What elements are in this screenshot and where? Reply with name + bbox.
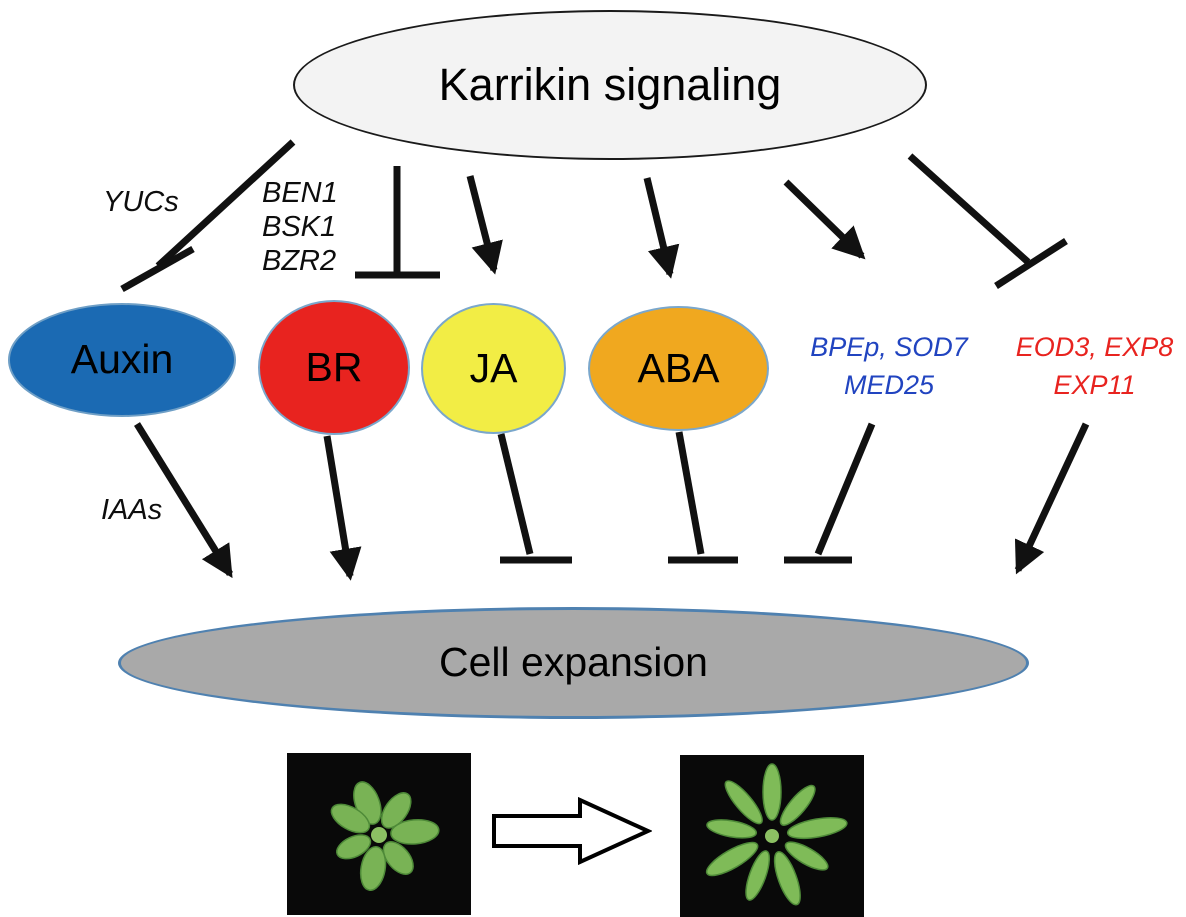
node-auxin: Auxin: [8, 303, 236, 417]
label-ben1-bsk1-bzr2: BEN1 BSK1 BZR2: [262, 176, 338, 278]
transition-arrow: [492, 796, 653, 866]
node-karrikin-signaling: Karrikin signaling: [293, 10, 927, 160]
inhibition-karrikin-to-br: [355, 166, 440, 279]
inhibition-ja-to-cell-expansion: [497, 433, 572, 564]
node-br-label: BR: [305, 343, 363, 390]
inhibition-karrikin-to-auxin: [120, 139, 296, 293]
node-br: BR: [258, 300, 410, 435]
label-eod3-exp8-exp11: EOD3, EXP8 EXP11: [1003, 328, 1186, 404]
activation-karrikin-to-aba: [643, 177, 680, 279]
block-right-arrow-icon: [492, 796, 653, 866]
label-bzr2: BZR2: [262, 245, 337, 277]
inhibition-aba-to-cell-expansion: [668, 431, 738, 564]
seedling-photo-before: [287, 753, 471, 915]
label-yucs: YUCs: [103, 186, 179, 218]
node-auxin-label: Auxin: [70, 336, 174, 383]
node-cell-expansion-label: Cell expansion: [439, 639, 708, 686]
node-karrikin-signaling-label: Karrikin signaling: [438, 59, 782, 111]
activation-auxin-to-cell-expansion: [134, 422, 233, 579]
small-rosette-image: [287, 753, 471, 915]
activation-eod3-exp8-exp11-to-cell-expansion: [1014, 422, 1090, 575]
node-ja: JA: [421, 303, 566, 434]
label-iaas: IAAs: [101, 494, 163, 526]
node-aba: ABA: [588, 306, 769, 431]
node-ja-label: JA: [469, 344, 518, 391]
activation-karrikin-to-ja: [466, 175, 503, 275]
label-eod3-exp8: EOD3, EXP8: [1015, 332, 1174, 362]
seedling-photo-after: [680, 755, 864, 917]
label-bsk1: BSK1: [262, 211, 337, 243]
label-bpep-sod7: BPEp, SOD7: [810, 332, 968, 362]
label-bpep-sod7-med25: BPEp, SOD7 MED25: [793, 328, 985, 404]
label-ben1: BEN1: [262, 177, 338, 209]
inhibition-bpep-sod7-med25-to-cell-expansion: [784, 422, 876, 564]
node-aba-label: ABA: [637, 344, 720, 391]
activation-karrikin-to-bpep-sod7-med25: [783, 179, 866, 260]
inhibition-karrikin-to-eod3-exp8-exp11: [907, 153, 1068, 289]
node-cell-expansion: Cell expansion: [118, 607, 1029, 719]
label-exp11: EXP11: [1053, 370, 1136, 400]
large-rosette-image: [680, 755, 864, 917]
label-med25: MED25: [843, 370, 935, 400]
activation-br-to-cell-expansion: [323, 435, 362, 581]
